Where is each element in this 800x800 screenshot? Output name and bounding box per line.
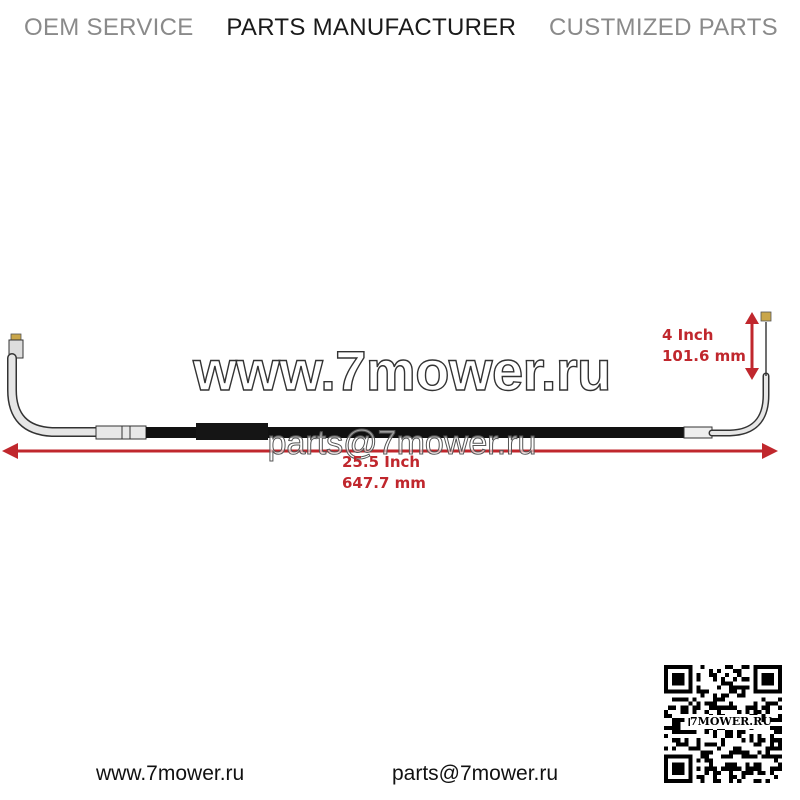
header-parts-manufacturer: PARTS MANUFACTURER [226,14,517,41]
header-bar: OEM SERVICE PARTS MANUFACTURER CUSTMIZED… [0,12,800,44]
height-mm: 101.6 mm [662,347,746,365]
footer-email[interactable]: parts@7mower.ru [392,762,559,785]
qr-label: 7MOWER.RU [690,715,772,729]
height-dimension-arrow [745,312,759,380]
length-dimension-arrow [2,443,778,459]
cable-sheath [146,423,686,440]
watermark-email: parts@7mower.ru [267,424,537,463]
length-dimension-label: 25.5 Inch 647.7 mm [342,452,426,494]
cable-right-end [683,311,772,439]
header-customized-parts: CUSTMIZED PARTS [549,14,778,41]
cable-left-end [7,333,147,440]
header-oem-service: OEM SERVICE [24,14,194,41]
qr-code[interactable] [664,665,782,783]
length-mm: 647.7 mm [342,474,426,492]
height-inch: 4 Inch [662,326,714,344]
height-dimension-label: 4 Inch 101.6 mm [662,325,746,367]
length-inch: 25.5 Inch [342,453,421,471]
footer-website[interactable]: www.7mower.ru [96,762,245,785]
watermark-website: www.7mower.ru [192,338,612,402]
